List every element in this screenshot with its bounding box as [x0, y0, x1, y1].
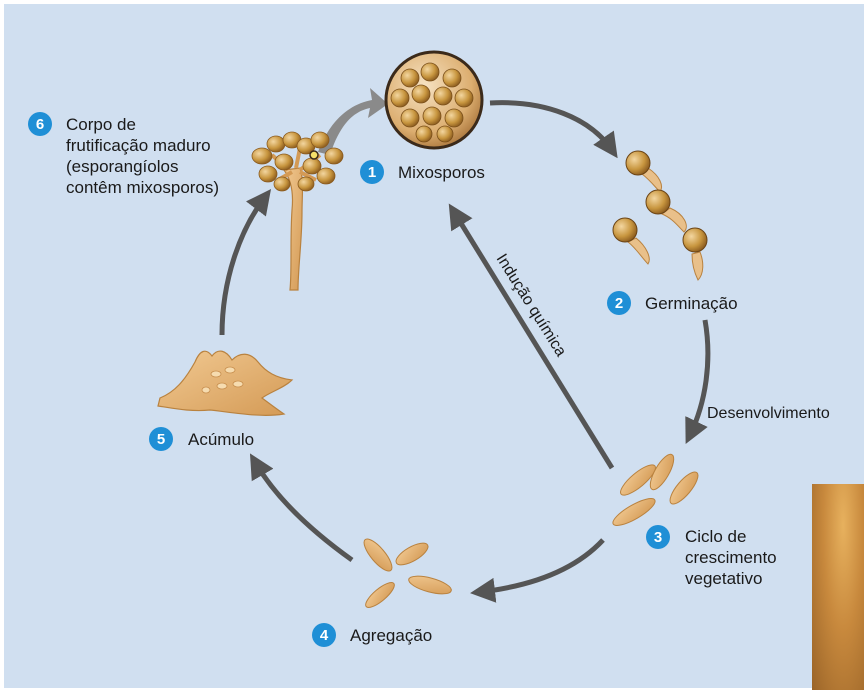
step-3-line-2: crescimento: [685, 548, 777, 567]
aggregating-cells: [360, 535, 453, 611]
chemical-induction-label: Indução química: [493, 251, 570, 360]
step-6-line-1: Corpo de: [66, 115, 136, 134]
step-2-number: 2: [615, 295, 623, 312]
step-3-line-3: vegetativo: [685, 569, 763, 588]
step-2-label: 2 Germinação: [607, 291, 738, 315]
mature-fruiting-body: [252, 132, 343, 290]
step-2-line: Germinação: [645, 294, 738, 313]
step-1-label: 1 Mixosporos: [360, 160, 485, 184]
myxospore-capsule: [386, 52, 482, 148]
arrow-1-to-2: [490, 103, 612, 150]
step-5-line: Acúmulo: [188, 430, 254, 449]
step-4-text: Agregação: [350, 626, 432, 645]
step-2-text: Germinação: [645, 294, 738, 313]
accumulation-mound: [158, 351, 292, 415]
step-6-label: 6 Corpo de frutificação maduro (esporang…: [28, 112, 219, 197]
step-1-number: 1: [368, 164, 376, 181]
arrow-4-to-5: [255, 462, 352, 560]
step-3-number: 3: [654, 529, 662, 546]
step-5-text: Acúmulo: [188, 430, 254, 449]
corner-photo: [812, 484, 864, 690]
step-1-text: Mixosporos: [398, 163, 485, 182]
arrow-6-to-1: [318, 88, 388, 155]
germinating-spores: [613, 151, 707, 280]
step-4-line: Agregação: [350, 626, 432, 645]
arrow-3-to-1-chemical-induction: [454, 212, 612, 468]
arrow-5-to-6: [222, 197, 265, 335]
step-6-text: Corpo de frutificação maduro (esporangío…: [66, 115, 219, 197]
step-5-label: 5 Acúmulo: [149, 427, 254, 451]
step-4-number: 4: [320, 627, 329, 644]
step-5-number: 5: [157, 431, 165, 448]
arrow-3-to-4: [480, 540, 603, 592]
step-6-line-4: contêm mixosporos): [66, 178, 219, 197]
step-4-label: 4 Agregação: [312, 623, 432, 647]
step-6-number: 6: [36, 116, 44, 133]
step-3-label: 3 Ciclo de crescimento vegetativo: [646, 525, 781, 588]
step-6-line-3: (esporangíolos: [66, 157, 178, 176]
step-6-line-2: frutificação maduro: [66, 136, 211, 155]
vegetative-cells: [610, 451, 703, 530]
arrow-2-to-3: [690, 320, 708, 435]
development-label: Desenvolvimento: [707, 405, 830, 422]
step-3-line-1: Ciclo de: [685, 527, 746, 546]
step-3-text: Ciclo de crescimento vegetativo: [685, 527, 781, 588]
step-1-line: Mixosporos: [398, 163, 485, 182]
